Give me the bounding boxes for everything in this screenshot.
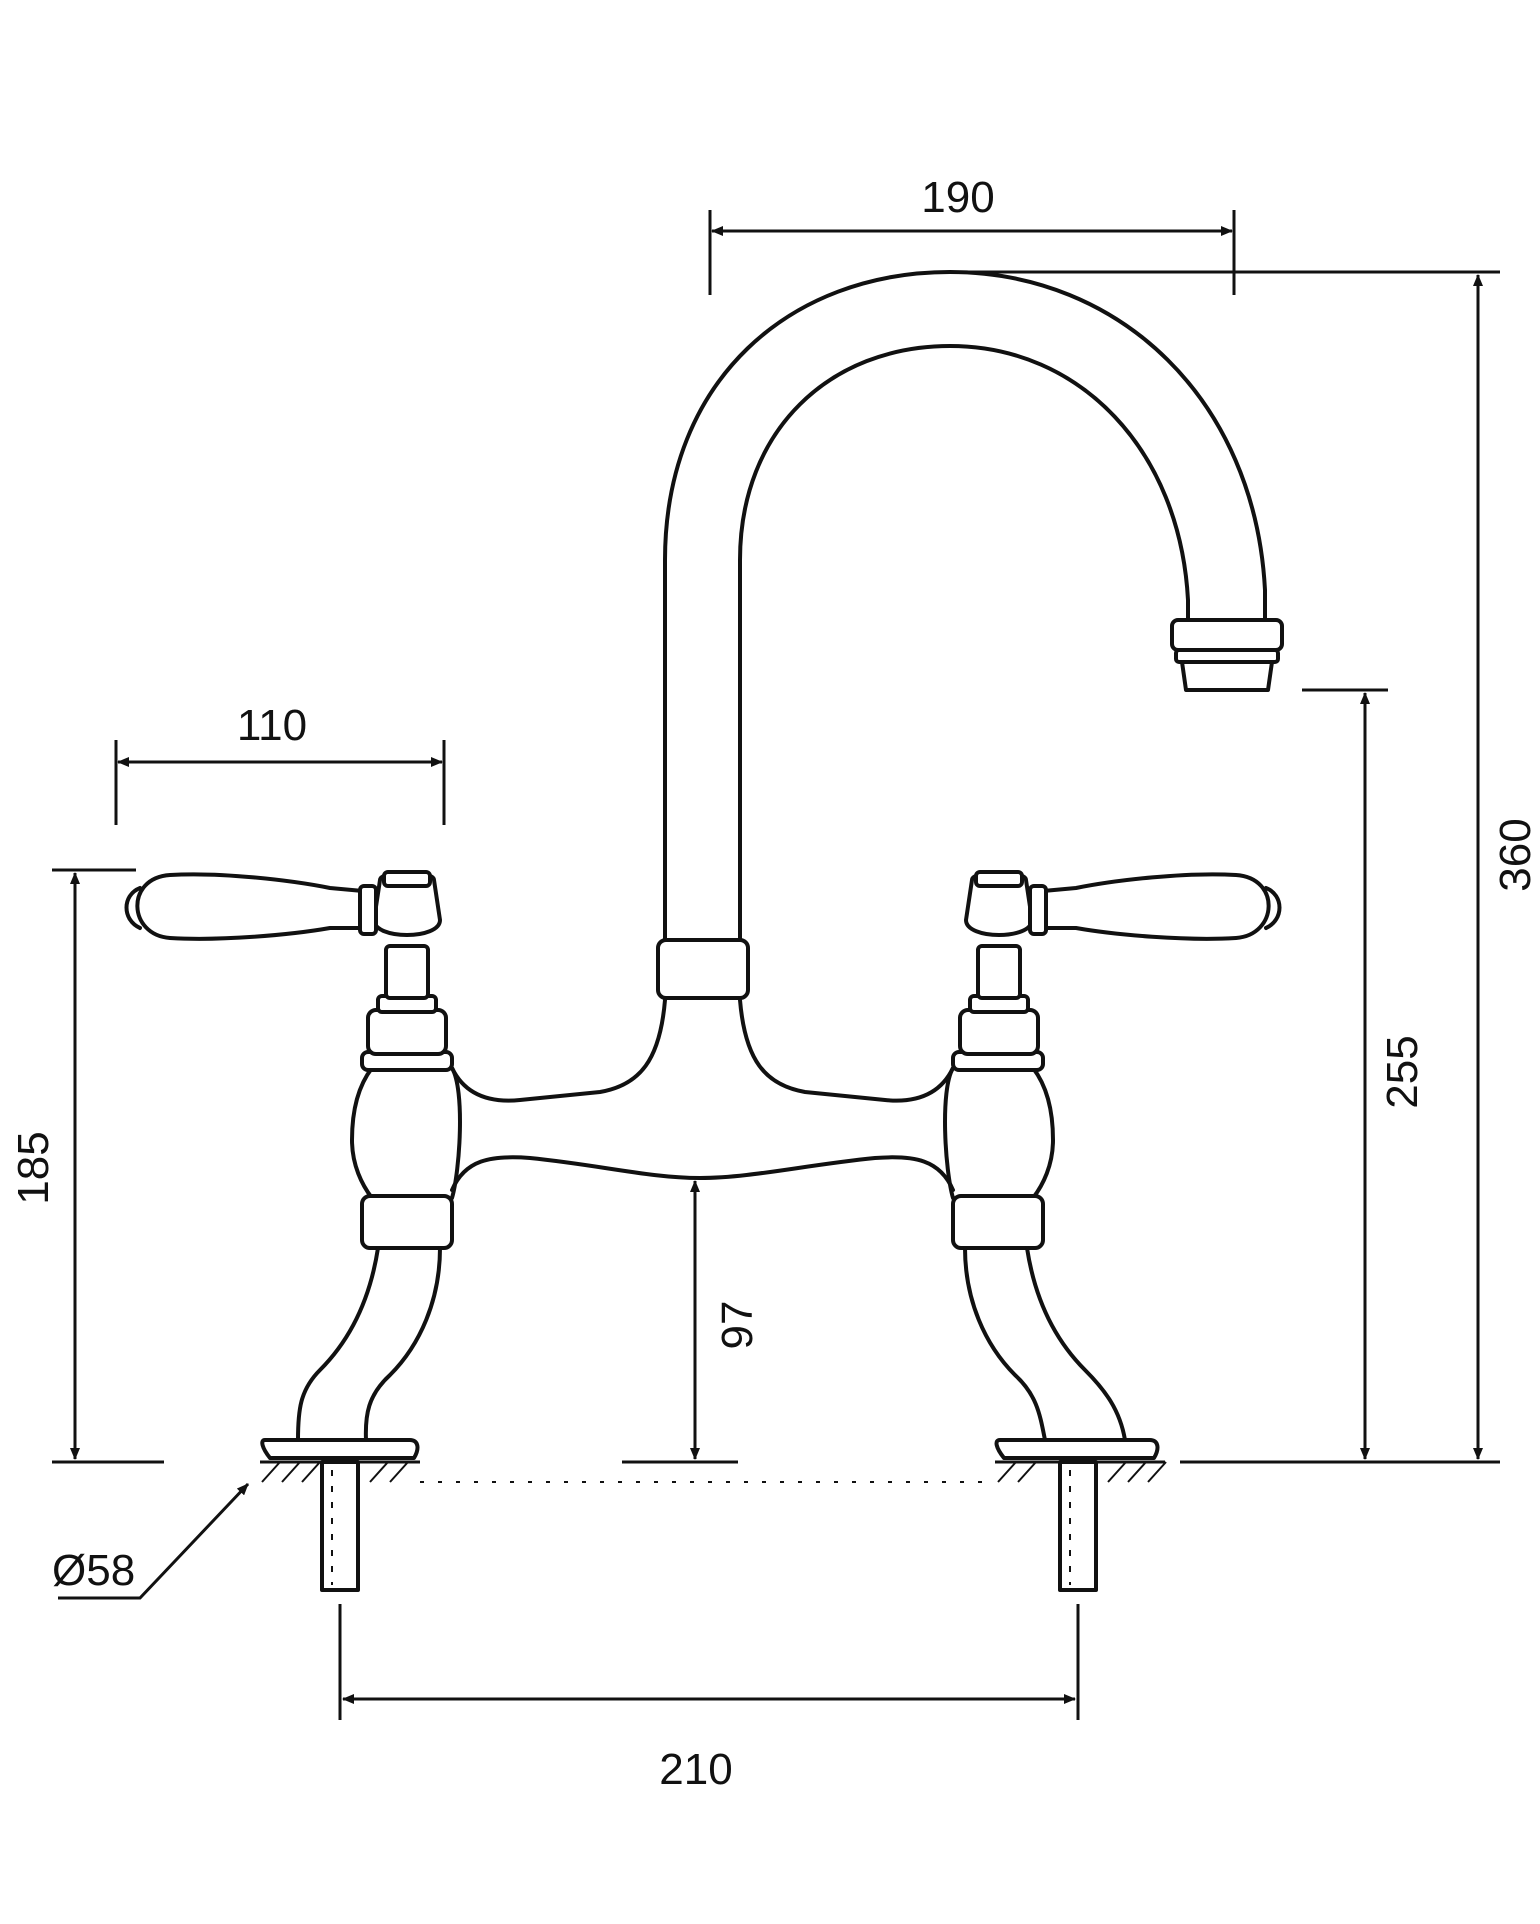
right-valve-body [943,1066,1055,1200]
right-lever [1030,872,1271,941]
right-tail-pipe [1058,1460,1098,1592]
right-stem [976,944,1022,1000]
left-lower-collar [360,1194,454,1250]
spout-aerator-ring [1170,618,1284,652]
left-valve-body [350,1066,462,1200]
right-lever-tip [1264,886,1282,930]
spout-collar [656,938,750,1000]
left-leg [296,1246,442,1442]
left-hub-top [382,870,432,888]
bridge-underside [450,1155,955,1192]
bridge-body [450,998,955,1103]
right-leg [963,1246,1127,1442]
dim-190-label: 190 [921,173,994,222]
left-lever-tip [124,886,142,930]
dim-97-label: 97 [713,1301,762,1350]
left-stem [384,944,430,1000]
spout-gooseneck [663,270,1267,942]
right-hub-top [974,870,1024,888]
dim-58-leader [58,1482,250,1600]
left-tail-pipe [320,1460,360,1592]
dimension-labels: 190 110 360 255 185 97 210 Ø58 [9,173,1540,1794]
dim-255-label: 255 [1378,1035,1427,1108]
dim-185-label: 185 [9,1131,58,1204]
right-shroud [958,1008,1040,1056]
right-lower-collar [951,1194,1045,1250]
faucet-outline [124,270,1284,1592]
right-lever-collar [1028,884,1048,936]
left-flange [260,1438,420,1460]
left-lever-collar [358,884,378,936]
dim-110-label: 110 [237,701,307,750]
left-shroud [366,1008,448,1056]
deck-hatching [261,1461,1167,1483]
dimension-lines [52,210,1500,1720]
left-lever [135,872,376,941]
dim-210-label: 210 [659,1745,732,1794]
dim-360-label: 360 [1491,818,1540,891]
right-flange [994,1438,1160,1460]
spout-aerator-tip [1180,660,1274,692]
dim-58-label: Ø58 [52,1546,135,1595]
